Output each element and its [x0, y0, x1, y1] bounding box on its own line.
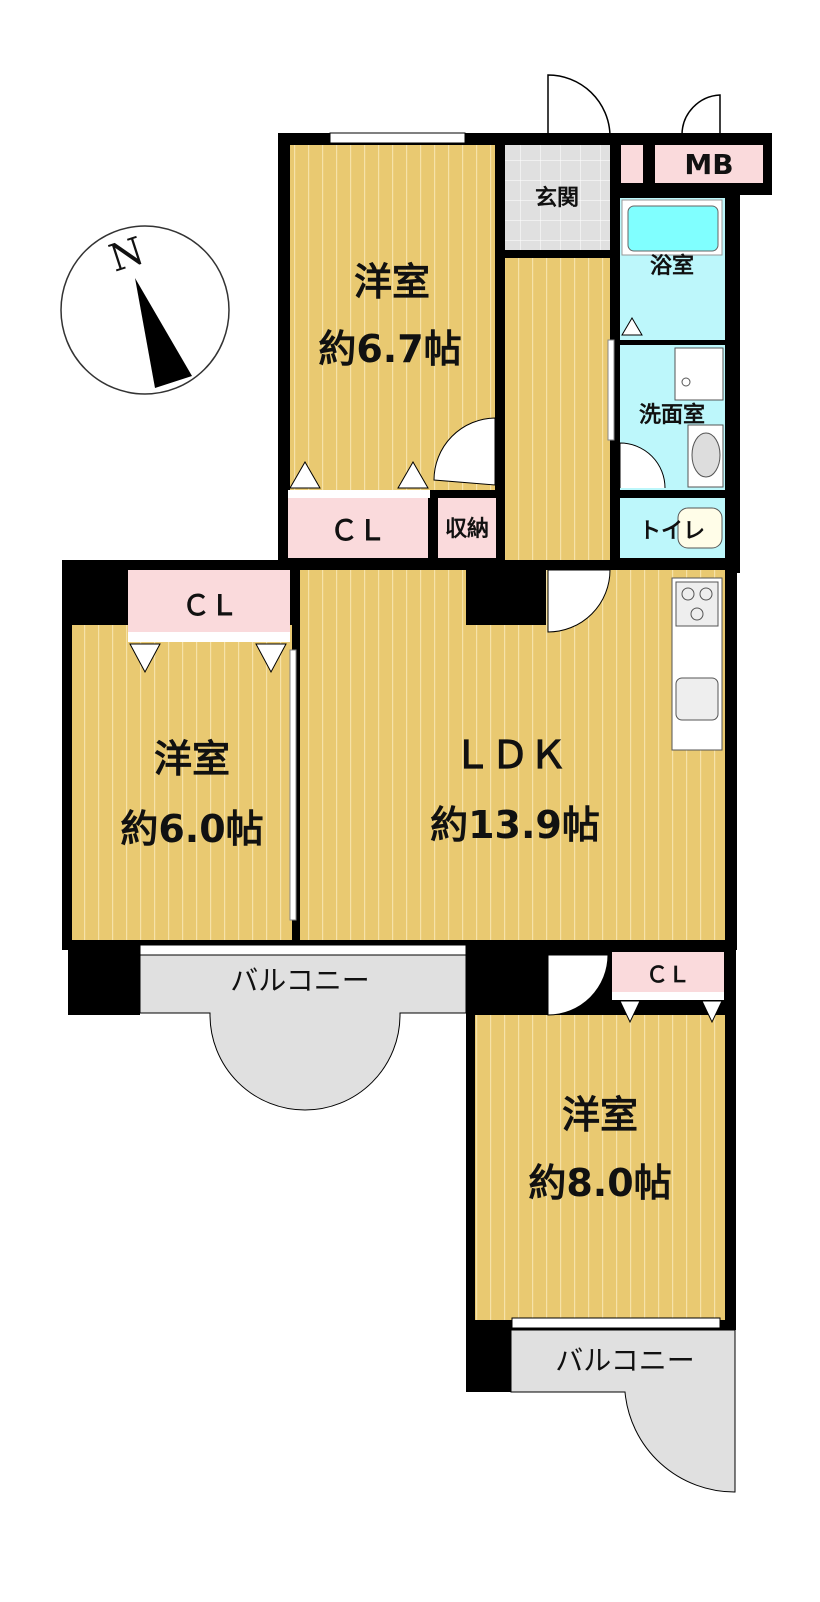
balcony-2: バルコニー: [510, 1317, 736, 1493]
room-name: 洋室: [154, 737, 230, 781]
storage: [438, 498, 496, 558]
door-icon: [547, 954, 609, 1016]
balcony-label: バルコニー: [230, 964, 369, 997]
north-arrow-icon: [135, 278, 192, 388]
washing-machine-icon: [674, 347, 724, 401]
compass: N: [60, 225, 230, 395]
hallway: [505, 258, 610, 560]
closet-label: ＣＬ: [646, 963, 690, 988]
closet-label: ＣＬ: [182, 589, 238, 622]
bath-label: 浴室: [650, 253, 694, 279]
entrance-door-icon: [547, 74, 611, 136]
balcony-label: バルコニー: [555, 1344, 694, 1377]
room-name: 洋室: [354, 260, 430, 304]
washroom-label: 洗面室: [639, 402, 705, 428]
window: [329, 132, 466, 144]
entrance: [505, 145, 610, 250]
room-western-2: [72, 625, 292, 940]
closet-1: [288, 498, 428, 558]
room-ldk: [300, 570, 725, 940]
toilet-label: トイレ: [639, 519, 705, 544]
closet-door-icon: [289, 460, 429, 489]
balcony-1: バルコニー: [139, 944, 467, 1111]
mb-label: MB: [684, 148, 733, 181]
closet-label: ＣＬ: [330, 514, 386, 547]
closet-door-icon: [129, 643, 287, 674]
kitchen-sink-icon: [675, 677, 719, 721]
closet-door-icon: [619, 1000, 723, 1024]
room-size: 約13.9帖: [430, 803, 600, 847]
door-icon: [433, 417, 496, 486]
storage-label: 収納: [445, 516, 489, 542]
entrance-label: 玄関: [535, 185, 579, 211]
room-western-3: [475, 1015, 725, 1320]
door-icon: [547, 569, 611, 633]
mb-door-icon: [681, 94, 721, 138]
room-size: 約8.0帖: [528, 1161, 671, 1205]
meter-box: [655, 145, 763, 183]
closet-3: [612, 952, 724, 992]
sink-icon: [691, 432, 721, 478]
closet-2: [128, 570, 290, 632]
bathtub-icon: [627, 205, 719, 252]
room-name: 洋室: [562, 1093, 638, 1137]
toilet-icon: [677, 507, 723, 549]
room-size: 約6.7帖: [318, 327, 461, 371]
room-size: 約6.0帖: [120, 807, 263, 851]
stove-icon: [675, 581, 719, 627]
room-name: ＬＤＫ: [453, 733, 567, 777]
